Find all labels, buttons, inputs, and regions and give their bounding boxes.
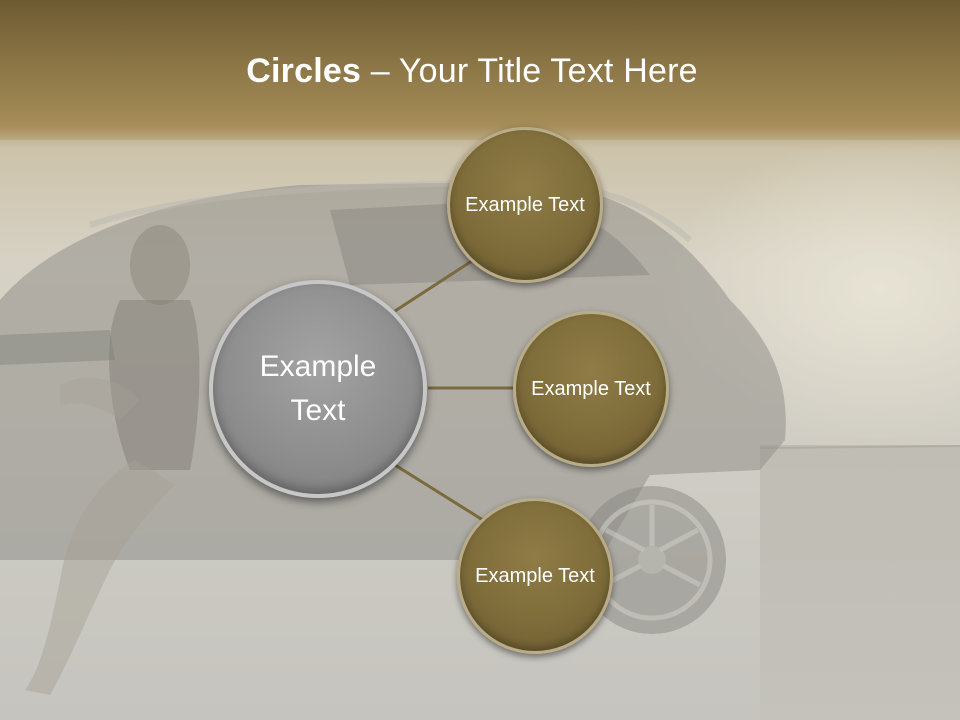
connector-bottom bbox=[394, 463, 487, 524]
node-label-top: Example Text bbox=[465, 194, 585, 216]
connector-top bbox=[394, 255, 479, 313]
center-circle: Example Text bbox=[209, 280, 427, 498]
title-rest-part: – Your Title Text Here bbox=[361, 52, 698, 90]
node-circle-middle: Example Text bbox=[513, 311, 669, 467]
node-circle-top: Example Text bbox=[447, 127, 603, 283]
slide-title: Circles – Your Title Text Here bbox=[0, 52, 944, 91]
center-circle-label: Example Text bbox=[259, 350, 377, 427]
title-bold-part: Circles bbox=[246, 52, 362, 90]
node-label-bottom: Example Text bbox=[475, 565, 595, 587]
node-circle-bottom: Example Text bbox=[457, 498, 613, 654]
node-label-middle: Example Text bbox=[531, 378, 651, 400]
